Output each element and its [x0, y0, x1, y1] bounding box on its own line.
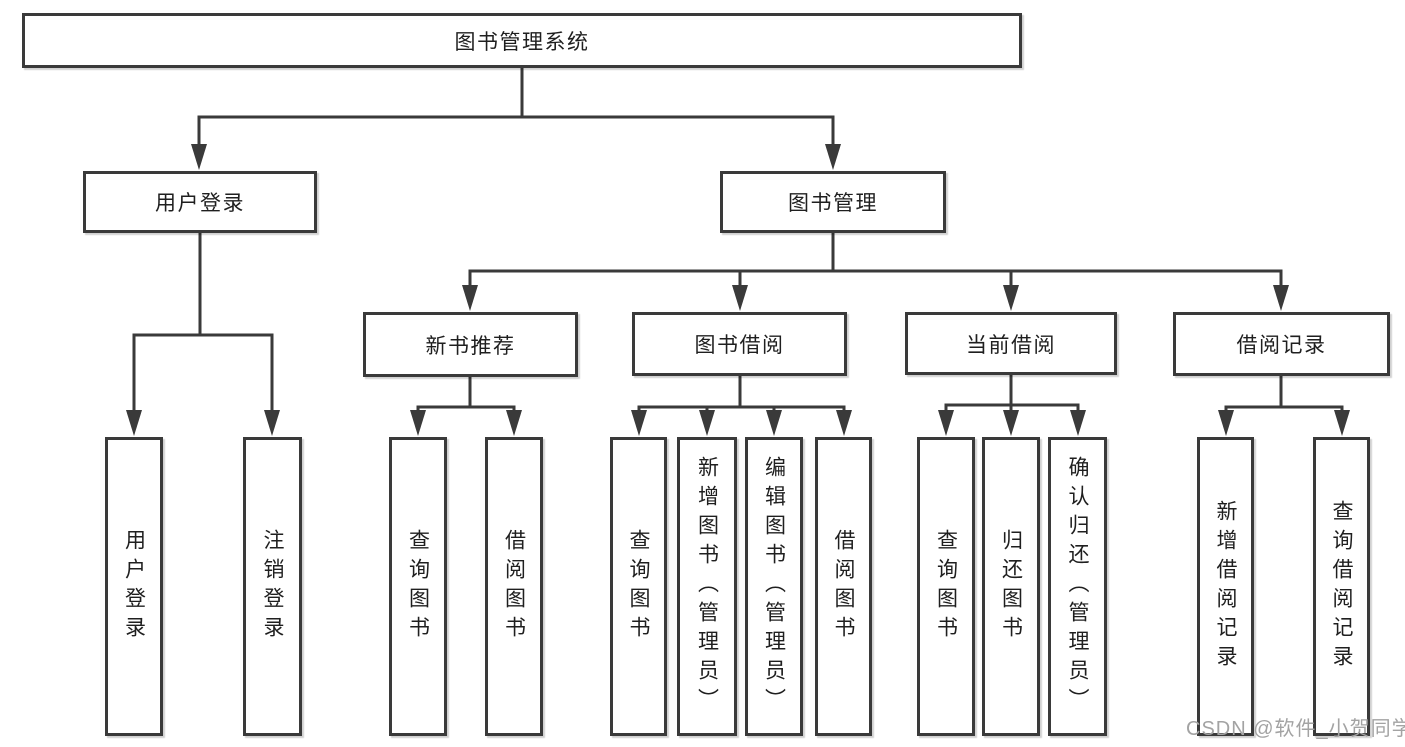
node-label: 当前借阅: [966, 333, 1056, 357]
node-new-book-recommend: 新书推荐: [363, 312, 578, 377]
node-book-management: 图书管理: [720, 171, 946, 233]
node-label: 确认归还（管理员）: [1066, 456, 1089, 717]
node-label: 用户登录: [155, 192, 245, 215]
leaf-borrow-books-recommend: 借阅图书: [485, 437, 543, 736]
node-label: 借阅图书: [832, 528, 855, 645]
node-label: 编辑图书（管理员）: [762, 456, 786, 717]
node-current-borrowing: 当前借阅: [905, 312, 1117, 375]
node-label: 归还图书: [999, 528, 1023, 645]
node-label: 用户登录: [122, 528, 146, 645]
node-label: 查询图书: [934, 528, 958, 645]
node-label: 查询图书: [406, 528, 430, 645]
node-label: 注销登录: [261, 528, 284, 645]
leaf-logout: 注销登录: [243, 437, 302, 736]
node-label: 查询图书: [627, 528, 650, 645]
node-label: 新书推荐: [425, 334, 516, 358]
node-borrowing-records: 借阅记录: [1173, 312, 1390, 376]
arrowheads: [126, 144, 1350, 436]
node-label: 图书借阅: [694, 334, 785, 357]
node-label: 新增借阅记录: [1214, 499, 1237, 674]
node-library-management-system: 图书管理系统: [22, 13, 1022, 68]
node-label: 查询借阅记录: [1330, 499, 1353, 674]
node-label: 借阅图书: [502, 528, 526, 645]
node-user-login: 用户登录: [83, 171, 317, 233]
node-book-borrowing: 图书借阅: [632, 312, 847, 376]
leaf-query-borrow-record: 查询借阅记录: [1313, 437, 1370, 736]
node-label: 新增图书（管理员）: [695, 456, 719, 717]
leaf-query-books-borrowing: 查询图书: [610, 437, 667, 736]
leaf-borrow-books: 借阅图书: [815, 437, 872, 736]
leaf-return-book: 归还图书: [982, 437, 1040, 736]
leaf-edit-book-admin: 编辑图书（管理员）: [745, 437, 803, 736]
node-label: 图书管理: [788, 192, 878, 215]
node-label: 借阅记录: [1236, 334, 1327, 357]
node-label: 图书管理系统: [454, 30, 590, 54]
leaf-query-books-recommend: 查询图书: [389, 437, 447, 736]
leaf-query-books-current: 查询图书: [917, 437, 975, 736]
csdn-watermark: CSDN @软件_小贺同学: [1186, 718, 1405, 740]
leaf-add-borrow-record: 新增借阅记录: [1197, 437, 1254, 736]
leaf-confirm-return-admin: 确认归还（管理员）: [1048, 437, 1107, 736]
leaf-add-book-admin: 新增图书（管理员）: [677, 437, 737, 736]
leaf-user-login: 用户登录: [105, 437, 163, 736]
